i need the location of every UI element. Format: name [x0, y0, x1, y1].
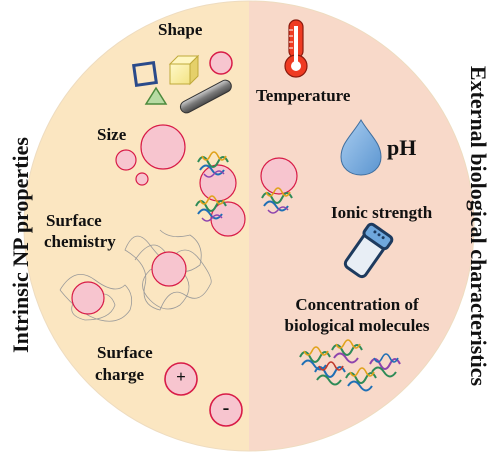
square-shape-icon — [132, 61, 158, 87]
large-particle — [140, 124, 186, 170]
concentration-label-2: biological molecules — [284, 316, 430, 335]
temperature-label: Temperature — [256, 86, 351, 105]
rod-shape-icon — [179, 79, 232, 114]
surface-charge-label-1: Surface — [97, 343, 153, 362]
protein-cluster-1 — [197, 151, 229, 178]
concentration-label-1: Concentration of — [295, 295, 419, 314]
size-label: Size — [97, 125, 127, 144]
positive-charge-particle — [164, 362, 198, 396]
water-drop-icon — [340, 119, 382, 176]
corona-particles — [199, 157, 298, 237]
surface-chemistry-label-1: Surface — [46, 211, 102, 230]
corona-particle-1 — [199, 164, 237, 202]
negative-charge-particle — [209, 393, 243, 427]
shape-icons — [132, 51, 233, 114]
thermometer-icon — [284, 19, 308, 78]
medium-particle — [115, 149, 137, 171]
minus-sign: - — [222, 397, 230, 419]
surface-charge-label-2: charge — [95, 365, 145, 384]
ionic-strength-label: Ionic strength — [331, 203, 433, 222]
ph-label: pH — [387, 135, 417, 160]
plus-sign: + — [176, 367, 186, 386]
protein-cluster-2 — [261, 187, 293, 214]
triangle-shape-icon — [144, 86, 168, 105]
cube-shape-icon — [168, 54, 200, 86]
outer-circle — [23, 0, 475, 452]
corona-particle-2 — [260, 157, 298, 195]
protein-cluster-3 — [195, 195, 227, 222]
surface-chemistry-label-2: chemistry — [44, 232, 116, 251]
shape-label: Shape — [158, 20, 203, 39]
right-title: External biological characteristics — [466, 65, 491, 387]
salt-shaker-icon — [343, 222, 394, 279]
size-particles — [115, 124, 186, 186]
left-title: Intrinsic NP properties — [8, 137, 33, 353]
biomolecule-cluster — [299, 339, 401, 392]
small-particle — [135, 172, 149, 186]
coated-particle-large — [151, 251, 187, 287]
coated-particle-small — [71, 281, 105, 315]
sphere-shape-icon — [209, 51, 233, 75]
